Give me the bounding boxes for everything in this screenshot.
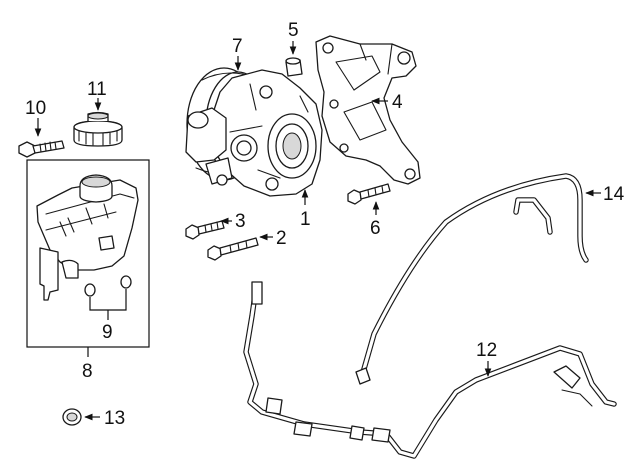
callout-9: 9 bbox=[102, 322, 113, 343]
callout-3: 3 bbox=[235, 211, 246, 232]
part-11-reservoir-cap[interactable] bbox=[73, 111, 123, 147]
part-2-bolt[interactable] bbox=[207, 237, 259, 261]
callout-11: 11 bbox=[87, 79, 107, 100]
callout-2: 2 bbox=[276, 228, 287, 249]
part-13-grommet[interactable] bbox=[62, 408, 82, 426]
callout-1: 1 bbox=[300, 209, 311, 230]
callout-14: 14 bbox=[603, 184, 625, 205]
part-1-power-steering-pump[interactable] bbox=[185, 69, 323, 197]
part-8-reservoir[interactable] bbox=[36, 174, 139, 301]
callout-8: 8 bbox=[82, 361, 93, 382]
callout-13: 13 bbox=[104, 408, 125, 429]
part-10-bolt[interactable] bbox=[18, 140, 65, 158]
callout-5: 5 bbox=[288, 20, 299, 41]
callout-10: 10 bbox=[25, 98, 46, 119]
part-3-bolt[interactable] bbox=[185, 220, 225, 240]
part-5-dowel[interactable] bbox=[285, 57, 303, 77]
part-14-return-hose[interactable] bbox=[355, 173, 589, 385]
part-4-bracket[interactable] bbox=[315, 35, 421, 185]
part-12-pressure-hose[interactable] bbox=[243, 281, 617, 459]
part-9-o-rings[interactable] bbox=[84, 275, 132, 297]
callout-9-bracket bbox=[89, 289, 127, 311]
callout-7: 7 bbox=[232, 36, 243, 57]
callout-4: 4 bbox=[392, 92, 403, 113]
part-6-bolt[interactable] bbox=[347, 183, 391, 205]
callout-6: 6 bbox=[370, 218, 381, 239]
callout-12: 12 bbox=[476, 340, 497, 361]
